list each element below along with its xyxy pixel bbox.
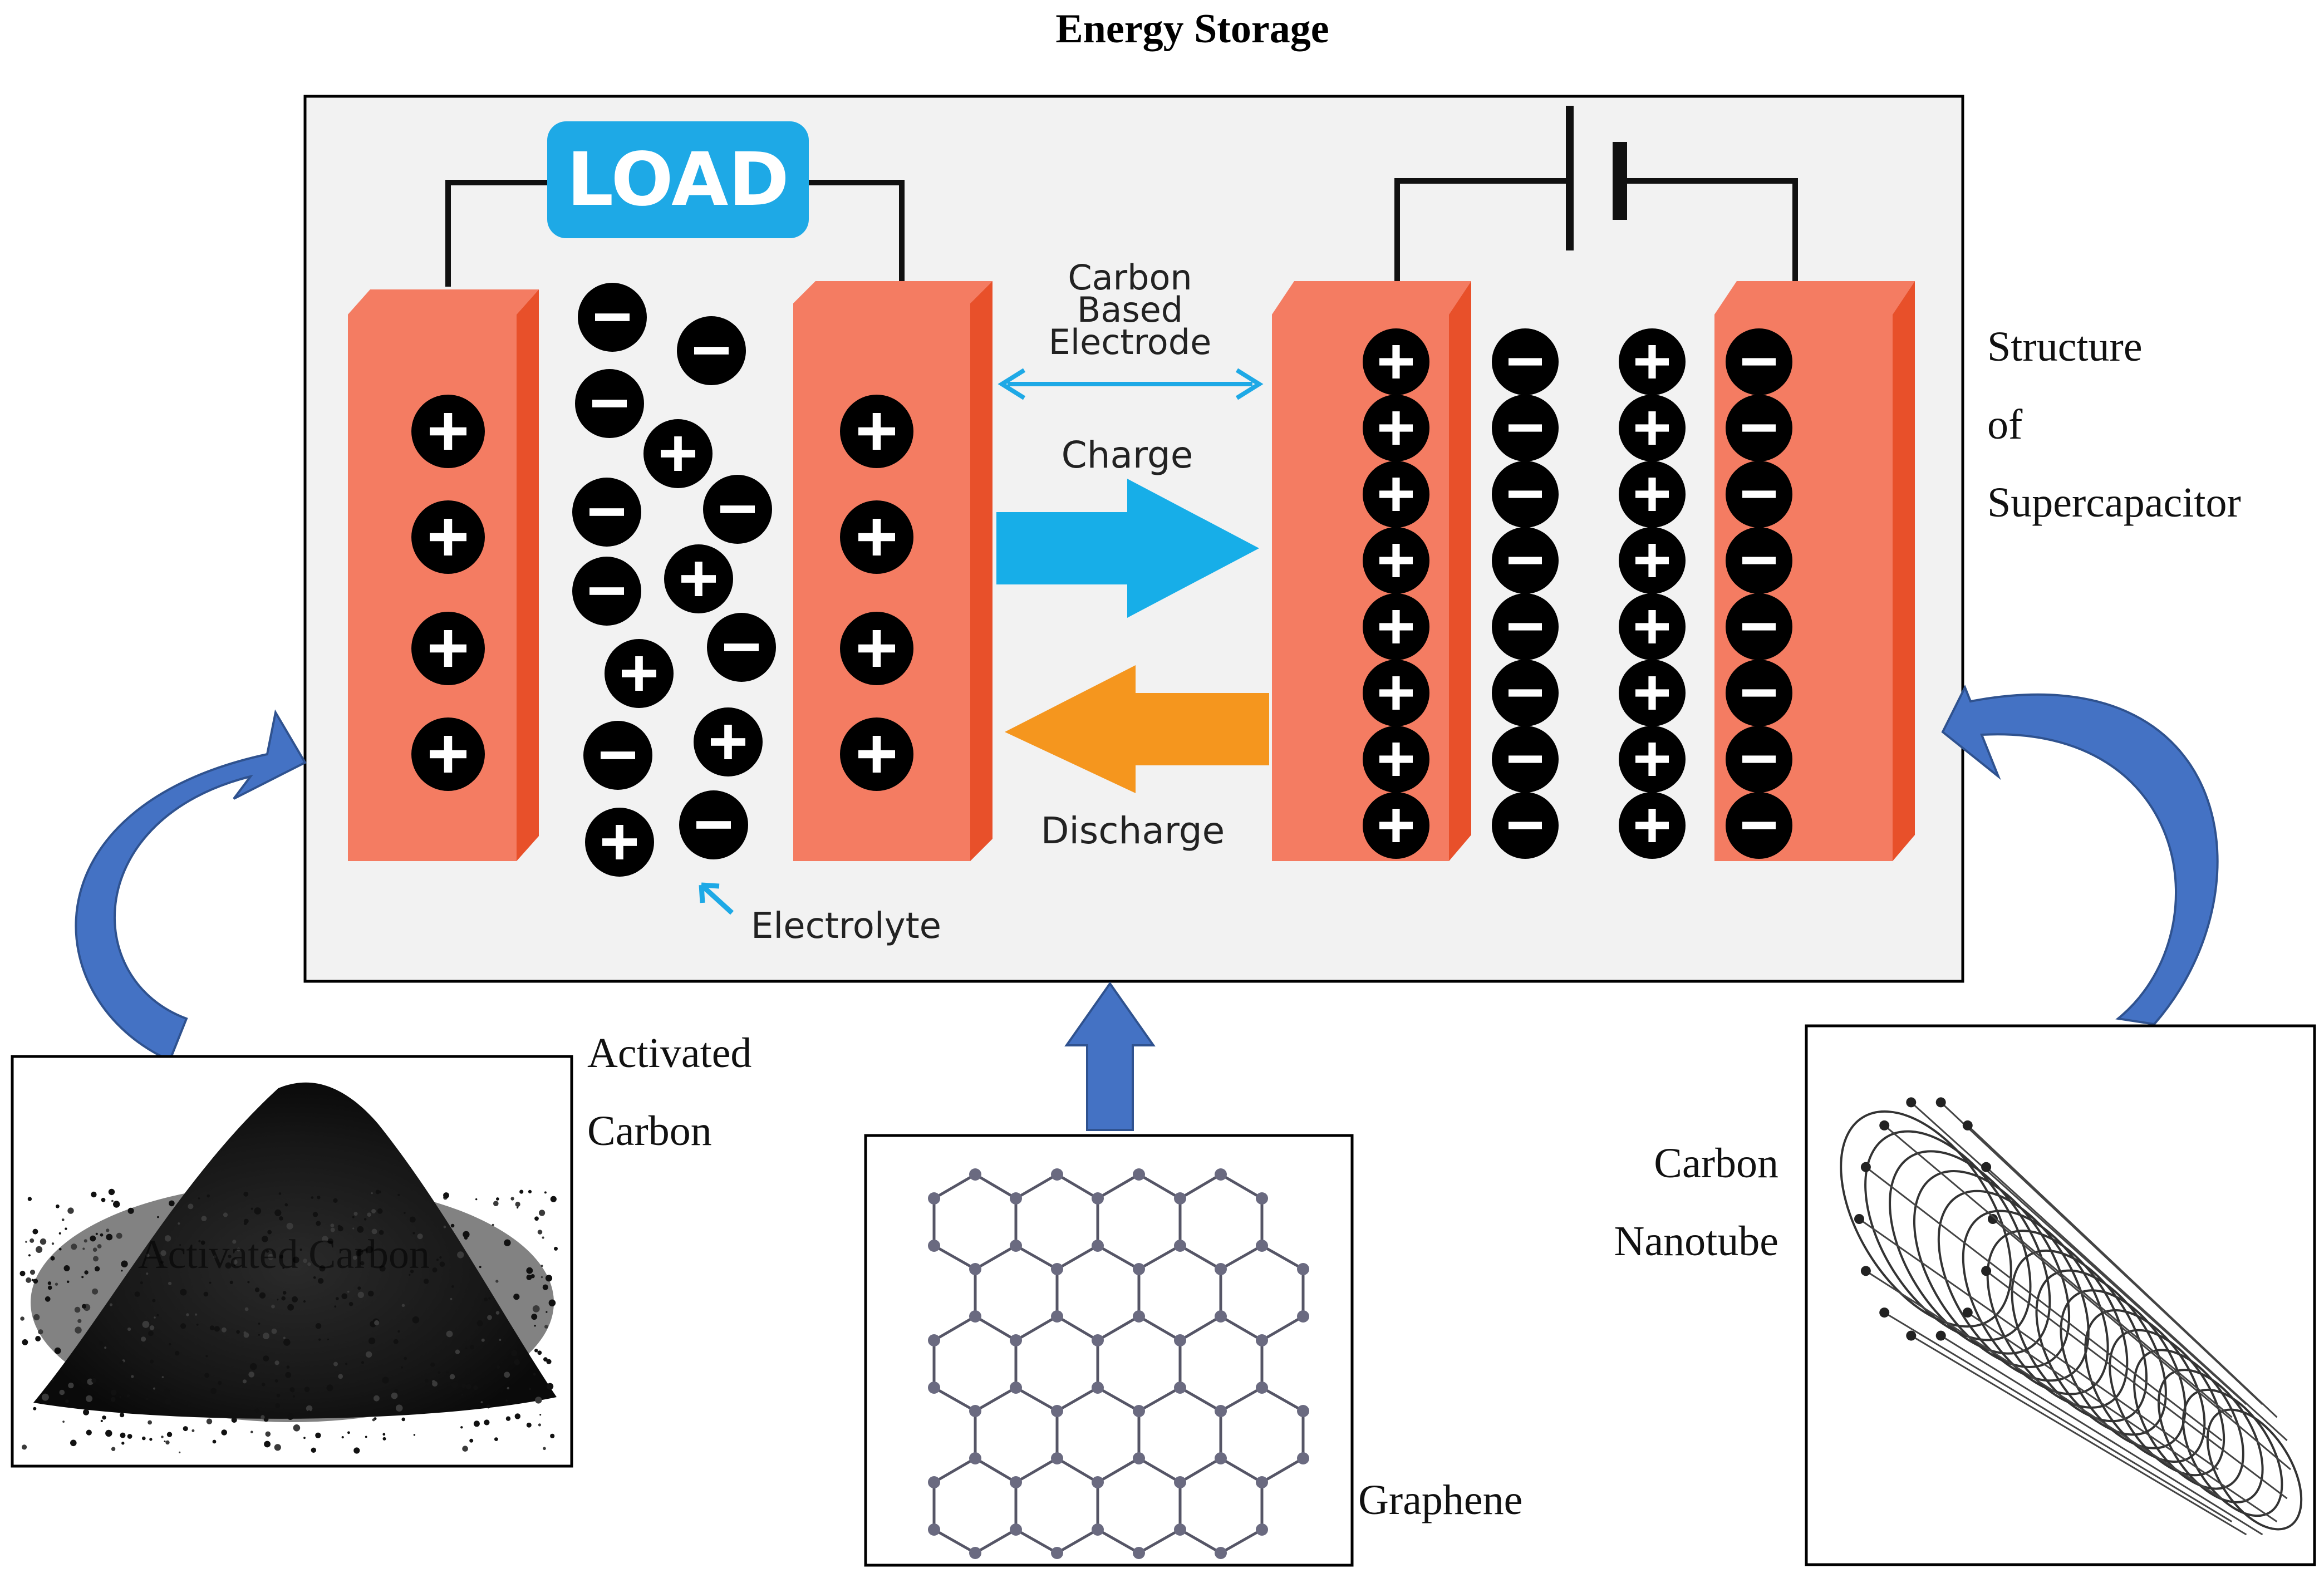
electrolyte-pointer-icon [699, 882, 734, 915]
positive-ion-icon [840, 717, 913, 791]
negative-ion-icon [572, 557, 641, 626]
negative-ion-icon [1726, 726, 1792, 793]
discharge-label: Discharge [1041, 809, 1225, 852]
activated-carbon-image-caption: Activated Carbon [138, 1232, 430, 1277]
positive-ion-icon [840, 500, 913, 574]
positive-ion-icon [605, 639, 674, 708]
structure-label-line-1: Structure [1987, 323, 2143, 370]
positive-ion-icon [1619, 660, 1686, 726]
up-arrow [1064, 981, 1156, 1131]
positive-ion-icon [694, 707, 763, 776]
positive-ion-icon [585, 808, 654, 877]
graphene-frame [864, 1134, 1354, 1567]
negative-ion-icon [575, 369, 644, 438]
graphene-lattice [928, 1168, 1309, 1559]
negative-ion-icon [679, 790, 748, 859]
curved-arrow-right [1941, 685, 2219, 1026]
positive-ion-icon [1363, 328, 1429, 395]
positive-ion-icon [840, 612, 913, 685]
positive-ion-icon [1363, 461, 1429, 528]
positive-ion-icon [1619, 328, 1686, 395]
negative-ion-icon [1492, 527, 1559, 594]
charge-arrow [996, 479, 1259, 618]
left-cell-ions [411, 283, 913, 877]
positive-ion-icon [1363, 593, 1429, 660]
electrode-label-line-3: Electrode [1049, 322, 1212, 362]
nanotube-label-line-2: Nanotube [1614, 1218, 1778, 1265]
negative-ion-icon [1492, 726, 1559, 793]
activated-carbon-label-line-2: Carbon [587, 1108, 712, 1154]
negative-ion-icon [1492, 792, 1559, 859]
negative-ion-icon [1726, 527, 1792, 594]
negative-ion-icon [583, 721, 652, 790]
negative-ion-icon [1492, 461, 1559, 528]
positive-ion-icon [1363, 726, 1429, 793]
negative-ion-icon [1492, 593, 1559, 660]
negative-ion-icon [1492, 328, 1559, 395]
nanotube-image [1840, 1097, 2303, 1536]
graphene-label: Graphene [1358, 1477, 1522, 1523]
electrode-label-line-1: Carbon [1068, 257, 1192, 298]
discharge-arrow [1005, 665, 1269, 793]
positive-ion-icon [1363, 660, 1429, 726]
curved-arrow-left [75, 709, 307, 1062]
charge-label: Charge [1062, 434, 1193, 476]
nanotube-label-line-1: Carbon [1654, 1140, 1778, 1187]
negative-ion-icon [1726, 593, 1792, 660]
activated-carbon-label-line-1: Activated [587, 1030, 751, 1076]
positive-ion-icon [664, 544, 733, 613]
negative-ion-icon [578, 283, 647, 352]
negative-ion-icon [707, 613, 776, 682]
negative-ion-icon [677, 316, 746, 385]
positive-ion-icon [1619, 461, 1686, 528]
positive-ion-icon [1363, 792, 1429, 859]
negative-ion-icon [1726, 461, 1792, 528]
negative-ion-icon [1726, 395, 1792, 461]
positive-ion-icon [411, 500, 485, 574]
negative-ion-icon [1492, 395, 1559, 461]
negative-ion-icon [703, 475, 772, 544]
positive-ion-icon [1363, 527, 1429, 594]
nanotube-panel [1805, 1024, 2316, 1566]
negative-ion-icon [1726, 660, 1792, 726]
positive-ion-icon [1619, 395, 1686, 461]
positive-ion-icon [840, 395, 913, 468]
negative-ion-icon [572, 478, 641, 547]
positive-ion-icon [1619, 593, 1686, 660]
positive-ion-icon [1619, 527, 1686, 594]
negative-ion-icon [1726, 328, 1792, 395]
electrolyte-label: Electrolyte [751, 906, 941, 947]
positive-ion-icon [411, 717, 485, 791]
battery-wire [1394, 178, 1798, 289]
positive-ion-icon [411, 612, 485, 685]
structure-label-line-3: Supercapacitor [1987, 479, 2241, 526]
double-headed-arrow [998, 368, 1264, 400]
electrode-label-line-2: Based [1077, 289, 1183, 330]
graphene-panel [864, 1134, 1354, 1567]
positive-ion-icon [1363, 395, 1429, 461]
structure-label-line-2: of [1987, 401, 2023, 448]
activated-carbon-panel: Activated Carbon [11, 1055, 573, 1468]
activated-carbon-image: Activated Carbon [19, 1082, 558, 1454]
positive-ion-icon [1619, 726, 1686, 793]
positive-ion-icon [1619, 792, 1686, 859]
nanotube-frame [1805, 1024, 2316, 1566]
negative-ion-icon [1726, 792, 1792, 859]
battery-icon [1566, 106, 1627, 250]
load-box: LOAD [547, 121, 809, 238]
load-wire [445, 180, 905, 287]
page-title: Energy Storage [1055, 6, 1329, 52]
positive-ion-icon [643, 419, 713, 488]
supercapacitor-diagram: LOAD Carbon Based Electrode Charge Disch… [303, 95, 1964, 983]
right-cell-ions [1363, 328, 1792, 859]
negative-ion-icon [1492, 660, 1559, 726]
positive-ion-icon [411, 395, 485, 468]
load-label: LOAD [567, 137, 789, 223]
